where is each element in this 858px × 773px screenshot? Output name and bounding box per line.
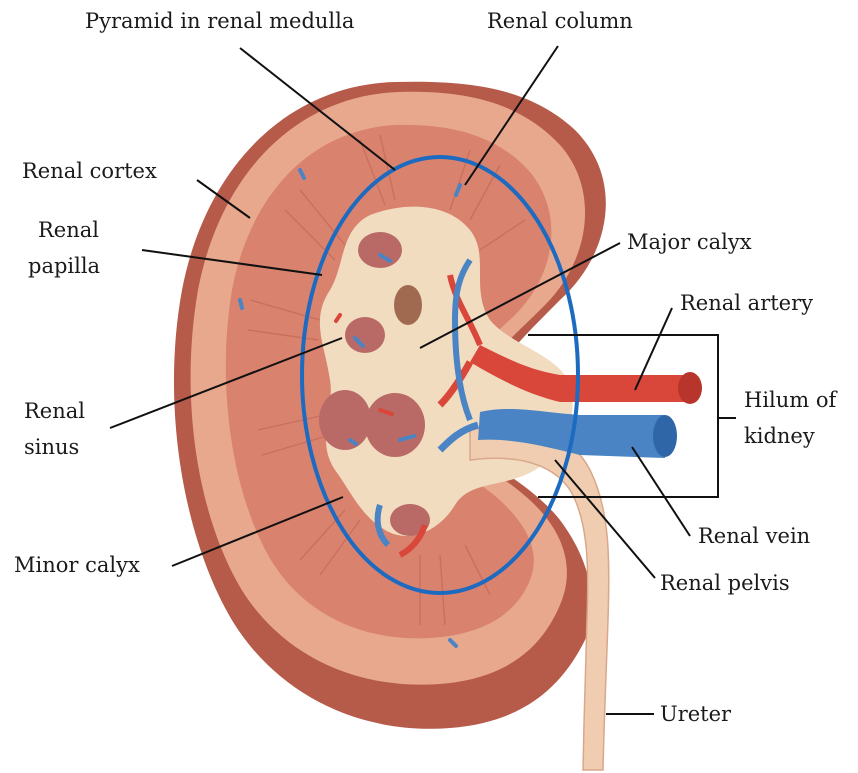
label-sinus-line1: Renal (24, 399, 85, 423)
label-ureter: Ureter (660, 702, 732, 726)
label-papilla-line1: Renal (38, 218, 99, 242)
calyx-opening (394, 285, 422, 325)
kidney-illustration (174, 82, 702, 770)
label-vein: Renal vein (698, 524, 810, 548)
label-pyramid: Pyramid in renal medulla (85, 9, 354, 33)
label-artery: Renal artery (680, 291, 813, 315)
label-hilum-line1: Hilum of (744, 388, 839, 412)
label-major-calyx: Major calyx (627, 230, 752, 254)
label-pelvis: Renal pelvis (660, 571, 790, 595)
leader-vein (632, 447, 690, 536)
label-hilum-line2: kidney (744, 424, 815, 448)
label-cortex: Renal cortex (22, 159, 157, 183)
label-papilla-line2: papilla (28, 254, 100, 278)
label-minor-calyx: Minor calyx (14, 553, 140, 577)
label-sinus-line2: sinus (24, 435, 79, 459)
label-column: Renal column (487, 9, 633, 33)
